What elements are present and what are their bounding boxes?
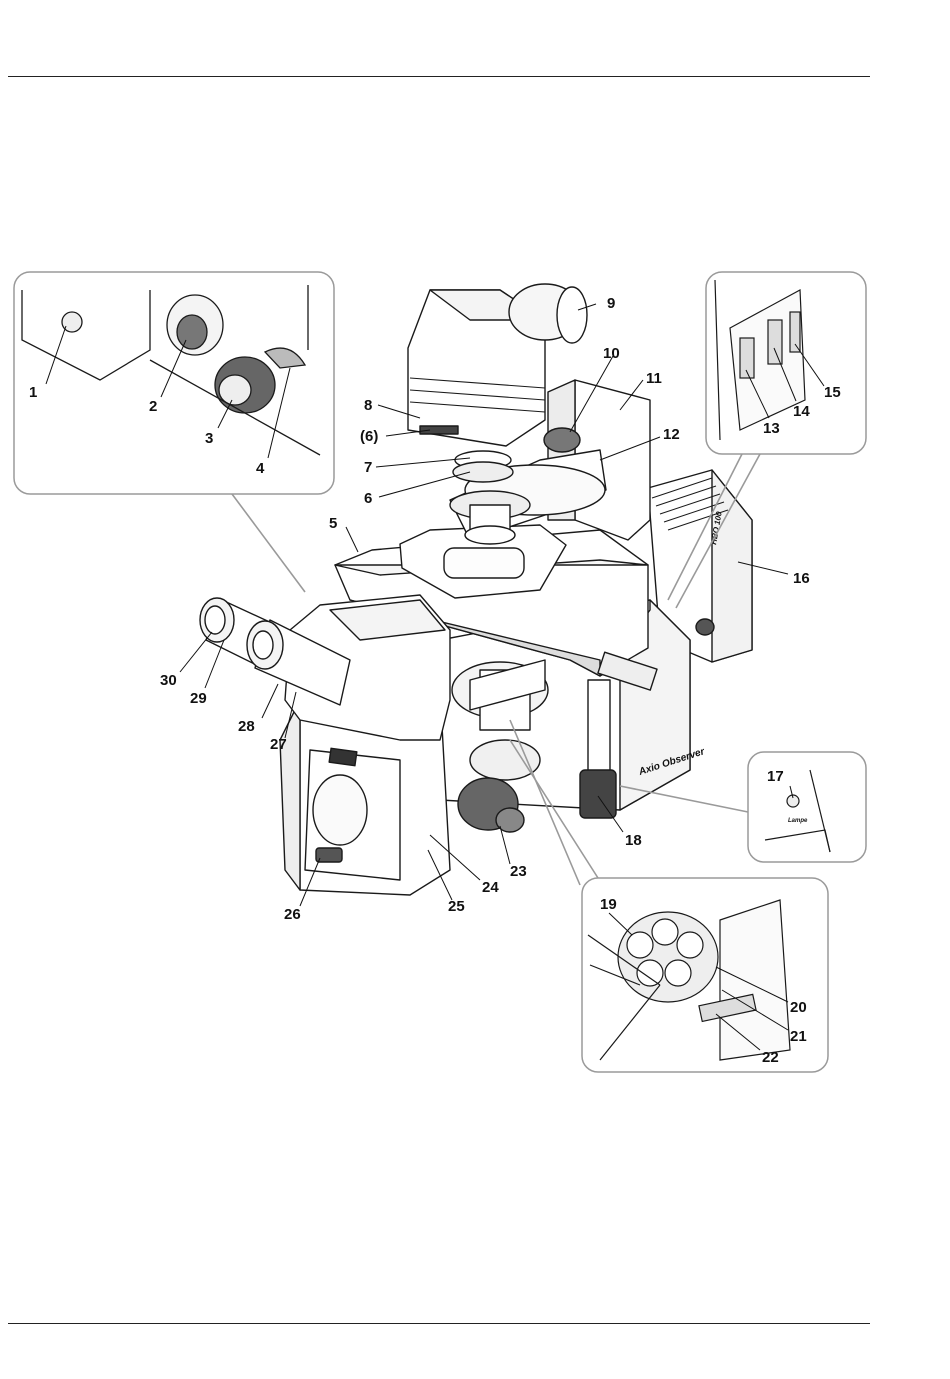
callout-19: 19 (600, 896, 617, 913)
callout-3: 3 (205, 430, 213, 447)
callout-21: 21 (790, 1028, 807, 1045)
callout-7: 7 (364, 459, 372, 476)
callout-8: 8 (364, 397, 372, 414)
callout-13: 13 (763, 420, 780, 437)
callout-5: 5 (329, 515, 337, 532)
callout-6-paren: (6) (360, 428, 378, 445)
callout-12: 12 (663, 426, 680, 443)
callout-10: 10 (603, 345, 620, 362)
callout-25: 25 (448, 898, 465, 915)
callout-26: 26 (284, 906, 301, 923)
callout-4: 4 (256, 460, 265, 477)
inset-top-right (706, 272, 866, 454)
callout-24: 24 (482, 879, 499, 896)
callout-22: 22 (762, 1049, 779, 1066)
callout-6: 6 (364, 490, 372, 507)
callout-30: 30 (160, 672, 177, 689)
callout-28: 28 (238, 718, 255, 735)
callout-18: 18 (625, 832, 642, 849)
callout-20: 20 (790, 999, 807, 1016)
callout-17: 17 (767, 768, 784, 785)
callout-9: 9 (607, 295, 615, 312)
callout-29: 29 (190, 690, 207, 707)
callout-2: 2 (149, 398, 157, 415)
callout-15: 15 (824, 384, 841, 401)
callout-11: 11 (646, 370, 662, 387)
callout-16: 16 (793, 570, 810, 587)
callout-1: 1 (29, 384, 37, 401)
callout-27: 27 (270, 736, 287, 753)
callout-14: 14 (793, 403, 810, 420)
inset-lamp-text: Lampe (788, 818, 808, 824)
callout-23: 23 (510, 863, 527, 880)
inset-right-middle: Lampe (748, 752, 866, 862)
